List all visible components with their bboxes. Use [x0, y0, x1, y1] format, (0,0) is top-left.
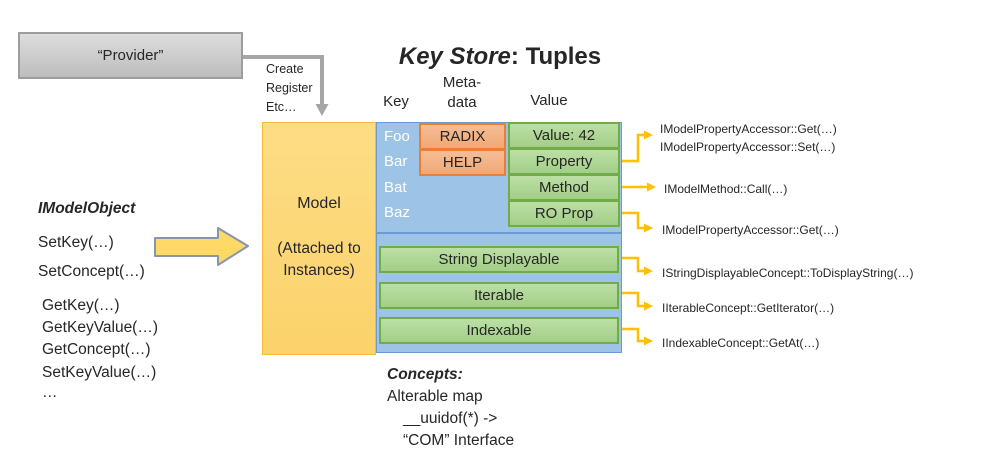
annotation-string-displayable: IStringDisplayableConcept::ToDisplayStri…: [662, 266, 914, 280]
indexable-annotation-arrow: [620, 327, 653, 346]
column-header-value: Value: [530, 92, 568, 109]
annotation-method-call: IModelMethod::Call(…): [664, 182, 788, 196]
annotation-property-accessor: IModelPropertyAccessor::Get(…) IModelPro…: [660, 120, 837, 156]
key-row-bar: Bar: [384, 153, 408, 170]
title-italic-part: Key Store: [398, 43, 511, 70]
method-setkeyvalue: SetKeyValue(…): [42, 364, 157, 381]
annotation-iterable: IIterableConcept::GetIterator(…): [662, 301, 835, 315]
title-rest-part: : Tuples: [510, 43, 602, 70]
annotation-roprop-get: IModelPropertyAccessor::Get(…): [662, 223, 839, 237]
provider-label: “Provider”: [97, 47, 164, 64]
create-label-line: Etc…: [266, 100, 297, 114]
metadata-box-help: HELP: [419, 149, 506, 176]
column-header-metadata-line2: data: [447, 94, 477, 111]
value-box-property: Property: [508, 148, 620, 175]
property-annotation-arrow: [620, 130, 653, 163]
roprop-annotation-arrow: [620, 211, 653, 233]
create-label-line: Create: [266, 62, 304, 76]
metadata-box-radix: RADIX: [419, 123, 506, 150]
concepts-heading: Concepts:: [387, 366, 463, 383]
concept-bar-iterable: Iterable: [379, 282, 619, 309]
imodelobject-heading: IModelObject: [38, 200, 136, 217]
value-box-roprop: RO Prop: [508, 200, 620, 227]
value-box-method: Method: [508, 174, 620, 201]
method-ellipsis: …: [42, 384, 58, 401]
concept-bar-indexable: Indexable: [379, 317, 619, 344]
model-box-subtitle: (Attached to Instances): [264, 238, 374, 282]
value-box-value42: Value: 42: [508, 122, 620, 149]
concepts-line-com-interface: “COM” Interface: [403, 432, 515, 449]
model-box-title: Model: [297, 195, 341, 212]
model-box-subtitle-line1: (Attached to: [277, 240, 361, 257]
concepts-note: Concepts: Alterable map __uuidof(*) -> “…: [387, 364, 514, 452]
page-title: Key Store: Tuples: [330, 43, 670, 71]
method-setkey: SetKey(…): [38, 234, 114, 251]
column-header-metadata-line1: Meta-: [442, 74, 482, 91]
method-setconcept: SetConcept(…): [38, 263, 145, 280]
method-getkey: GetKey(…): [42, 297, 120, 314]
iterable-annotation-arrow: [620, 291, 653, 311]
string-displayable-annotation-arrow: [620, 256, 653, 276]
method-getconcept: GetConcept(…): [42, 341, 151, 358]
annotation-property-set: IModelPropertyAccessor::Set(…): [660, 140, 836, 154]
concept-bar-string-displayable: String Displayable: [379, 246, 619, 273]
create-register-label: Create Register Etc…: [266, 60, 313, 117]
concepts-line-alterable-map: Alterable map: [387, 388, 483, 405]
key-row-foo: Foo: [384, 128, 410, 145]
annotation-indexable: IIndexableConcept::GetAt(…): [662, 336, 820, 350]
key-row-baz: Baz: [384, 204, 410, 221]
provider-to-model-arrow: [242, 55, 329, 116]
model-box-subtitle-line2: Instances): [283, 262, 355, 279]
method-getkeyvalue: GetKeyValue(…): [42, 319, 159, 336]
key-row-bat: Bat: [384, 179, 407, 196]
imodelobject-to-model-block-arrow: [154, 227, 249, 266]
concepts-line-uuidof: __uuidof(*) ->: [403, 410, 498, 427]
column-header-metadata: Meta- data: [430, 73, 494, 113]
model-box: [262, 122, 376, 355]
column-header-key: Key: [383, 93, 409, 110]
provider-box: “Provider”: [18, 32, 243, 79]
create-label-line: Register: [266, 81, 313, 95]
annotation-property-get: IModelPropertyAccessor::Get(…): [660, 122, 837, 136]
